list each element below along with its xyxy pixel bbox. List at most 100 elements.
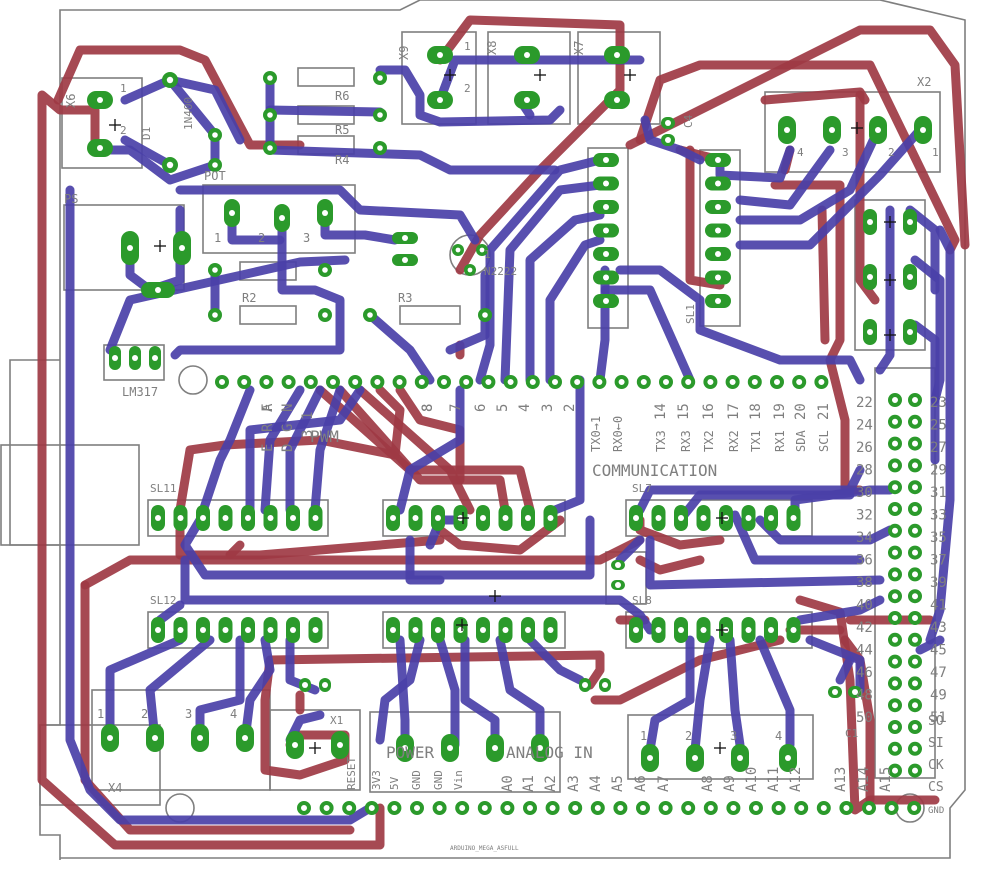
digital-header-pin <box>814 375 829 389</box>
sl1-label: SL1 <box>684 304 697 324</box>
right-header-pin <box>908 676 922 691</box>
header-block-pin-hole <box>267 515 274 521</box>
right-header-number: 34 <box>856 530 873 546</box>
transistor-pad-hole <box>479 247 485 253</box>
spi-label: CS <box>928 780 944 795</box>
sl-vertical-pin-hole <box>603 157 609 163</box>
ps-pin-hole <box>127 245 133 251</box>
analog-pin-label: A6 <box>633 775 649 792</box>
right-header-odd-number: 23 <box>930 395 947 411</box>
header-block-pin-hole <box>547 515 554 521</box>
header-block-pin-hole <box>678 515 684 521</box>
right-header-odd-number: 35 <box>930 530 947 546</box>
right-header-pin <box>908 545 922 560</box>
analog-pin-label: A9 <box>722 775 738 792</box>
lm317-pin-hole <box>152 355 158 361</box>
comm-label: TX2 <box>702 430 716 452</box>
digital-pin-label: 8 <box>420 404 436 412</box>
header-block-pin-hole <box>177 515 184 521</box>
digital-header-pin <box>525 375 540 389</box>
lm317-pin-hole <box>132 355 138 361</box>
right-header-pin <box>908 458 922 473</box>
analog-header-pin <box>432 801 447 815</box>
right-header-pin <box>888 414 902 429</box>
resistor-pad-hole <box>322 267 328 273</box>
transistor-pad-hole <box>467 267 473 273</box>
digital-pin-label: 2 <box>562 404 578 412</box>
right-header-odd-number: 45 <box>930 643 947 659</box>
right-header-pin <box>908 632 922 647</box>
right-header-pin <box>908 698 922 713</box>
x4-pin-4: 4 <box>230 707 237 721</box>
x4-pin-hole <box>197 735 203 741</box>
header-block-pin-hole <box>655 627 662 633</box>
cap-pad-hole <box>602 682 608 688</box>
pot-pin-hole <box>229 210 235 216</box>
relay-pin-hole <box>867 219 873 225</box>
digital-pin-label: G <box>280 424 296 432</box>
analog-header-pin <box>455 801 470 815</box>
right-header-pin <box>908 654 922 669</box>
x9-pin-1: 1 <box>464 40 471 53</box>
comm-number: 19 <box>772 403 788 420</box>
comm-number: 14 <box>653 403 669 420</box>
right-header-pin <box>888 393 902 407</box>
comm-number: 20 <box>793 403 809 420</box>
digital-header-pin <box>592 375 607 389</box>
right-header-number: 28 <box>856 463 873 479</box>
digital-header-pin <box>681 375 696 389</box>
analog-header-pin <box>590 801 605 815</box>
header-block-pin-hole <box>390 515 396 521</box>
resistor-pad-hole <box>212 312 218 318</box>
right-header-pin <box>908 611 922 625</box>
cap-pad-hole <box>852 689 858 695</box>
right-header-pin <box>908 523 922 538</box>
right-header-number: 24 <box>856 418 873 434</box>
analog-header-pin <box>703 801 718 815</box>
analog-header-pin <box>658 801 673 815</box>
digital-header-pin <box>703 375 718 389</box>
right-header-odd-number: 27 <box>930 440 947 456</box>
right-header-odd-number: 43 <box>930 620 947 636</box>
right-header-pin <box>908 567 922 582</box>
x2-pin-hole <box>829 127 835 133</box>
resistor-pad-hole <box>367 312 373 318</box>
x9-label: X9 <box>397 46 411 60</box>
power-pin-label: 5V <box>388 776 401 790</box>
digital-pin-label: 7 <box>448 404 464 412</box>
resistor-pad-hole <box>267 145 273 151</box>
r6-label: R6 <box>335 89 349 103</box>
lm317-pin-hole <box>112 355 118 361</box>
digital-header-pin <box>792 375 807 389</box>
sl11-label: SL11 <box>150 482 177 495</box>
cap-pad-hole <box>832 689 838 695</box>
c1-label: C1 <box>845 727 858 740</box>
header-block-pin-hole <box>480 515 486 521</box>
spi-label: SO <box>928 714 944 729</box>
in400-label: 1N400 <box>182 97 195 130</box>
x4-pin-hole <box>152 735 158 741</box>
right-header-pin <box>908 436 922 451</box>
relay-pin-hole <box>907 329 913 335</box>
right-header-number: 42 <box>856 620 873 636</box>
digital-pin-label: R <box>260 423 276 432</box>
sl1-vertical-pin-hole <box>715 274 721 281</box>
digital-header-pin <box>237 375 252 389</box>
pot-label: POT <box>204 169 226 183</box>
right-header-number: 38 <box>856 575 873 591</box>
sl1-vertical-pin-hole <box>715 157 721 163</box>
right-header-odd-number: 51 <box>930 710 947 726</box>
resistor-pad-hole <box>322 312 328 318</box>
lm317-label: LM317 <box>122 385 158 399</box>
pot-pin-hole <box>322 210 328 216</box>
analog-header-pin <box>771 801 786 815</box>
right-header-pin <box>908 502 922 516</box>
right-header-pin <box>888 545 902 560</box>
sl1-vertical-pin-hole <box>715 298 721 304</box>
right-header-number: 48 <box>856 688 873 704</box>
header-block-pin-hole <box>312 627 319 633</box>
transistor-pad-hole <box>455 247 461 253</box>
